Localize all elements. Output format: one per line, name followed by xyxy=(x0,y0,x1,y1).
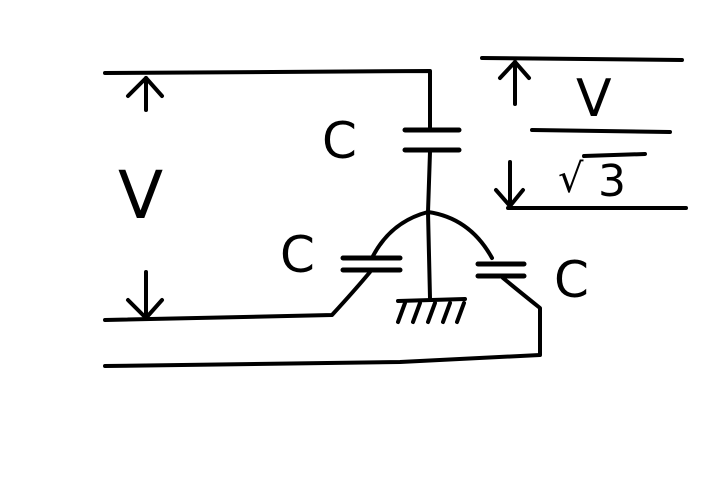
left-branch-wire xyxy=(370,210,430,260)
right-capacitor xyxy=(475,261,527,279)
left-capacitor xyxy=(340,255,403,273)
left-arrow-up-icon xyxy=(126,76,164,112)
right-arrow-down-icon xyxy=(494,160,525,208)
right-branch-wire xyxy=(426,210,494,260)
c-left-label: C xyxy=(280,226,315,284)
fraction-denominator-radical: √ xyxy=(558,156,584,202)
ground-branch-wire xyxy=(426,210,432,300)
v-left-label: V xyxy=(118,157,163,234)
fraction-bar xyxy=(530,128,672,134)
c-top-label: C xyxy=(322,112,357,170)
top-wire xyxy=(103,69,432,130)
left-arrow-down-icon xyxy=(126,270,164,320)
fraction-denominator-value: 3 xyxy=(598,156,626,207)
bottom-right-wire xyxy=(103,276,542,368)
ground-icon xyxy=(396,297,467,324)
fraction-numerator: V xyxy=(576,69,612,129)
right-top-line xyxy=(480,56,684,62)
sqrt-overbar xyxy=(582,152,647,158)
bottom-left-wire xyxy=(103,270,372,322)
top-capacitor-lead xyxy=(426,150,432,214)
right-arrow-up-icon xyxy=(498,60,531,106)
c-right-label: C xyxy=(554,251,589,309)
top-capacitor xyxy=(402,127,462,153)
